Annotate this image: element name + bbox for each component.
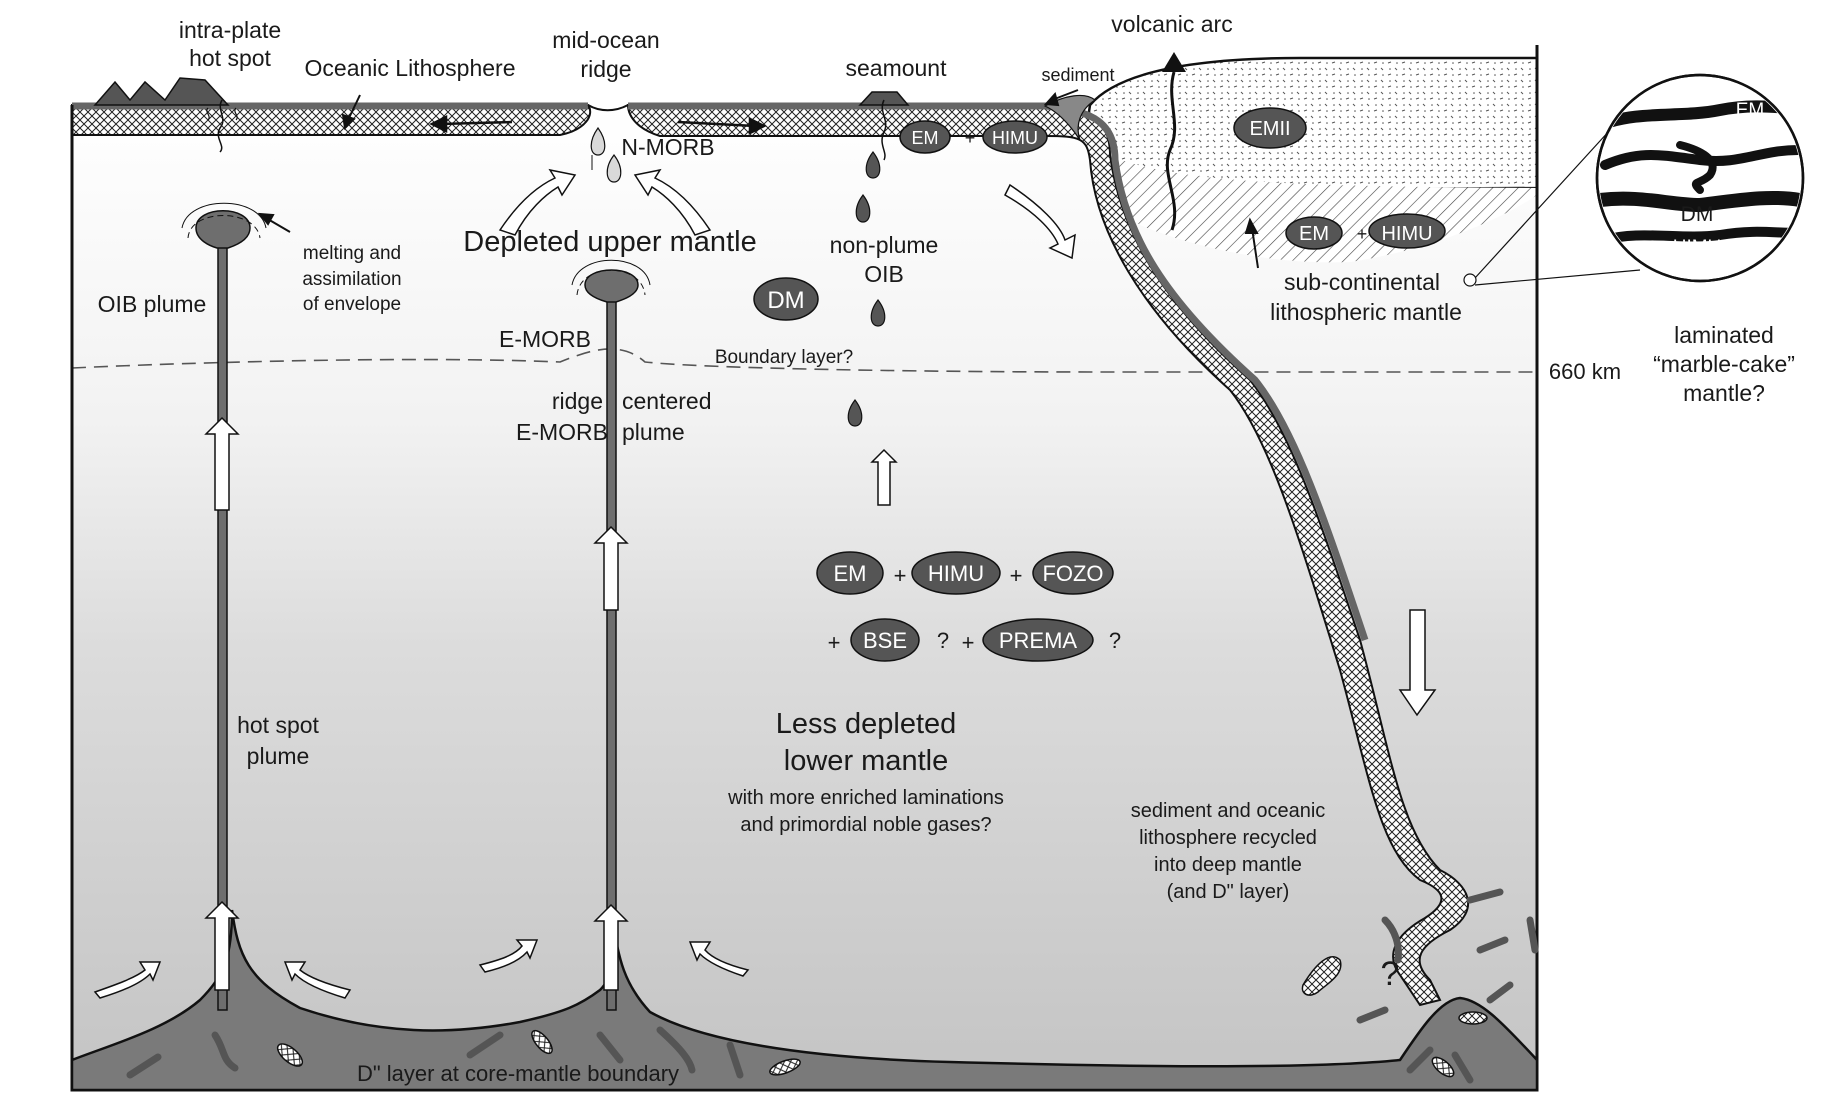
- question-prema: ?: [1109, 628, 1121, 653]
- label-mid-ocean: mid-ocean: [552, 27, 659, 53]
- label-ridge-left: ridge: [552, 388, 603, 414]
- label-mantle-question: mantle?: [1683, 380, 1765, 406]
- label-hot-spot-plume-1: hot spot: [237, 712, 319, 738]
- label-marble-cake: “marble-cake”: [1653, 351, 1795, 377]
- plus-lower-4: +: [962, 630, 975, 655]
- label-oib-plume: OIB plume: [98, 291, 207, 317]
- oceanic-crust-right: [628, 102, 1369, 642]
- reservoir-dm: DM: [767, 287, 804, 314]
- volcanic-arc-peak: [1162, 52, 1186, 72]
- label-hot-spot: hot spot: [189, 45, 271, 71]
- label-recycled-1: sediment and oceanic: [1131, 800, 1326, 822]
- label-seamount: seamount: [845, 55, 947, 81]
- label-ridge: ridge: [580, 56, 631, 82]
- label-slab-question: ?: [1381, 955, 1400, 993]
- convection-arrows: [93, 168, 1437, 999]
- label-hot-spot-plume-2: plume: [247, 743, 310, 769]
- ridge-plume-stem: [606, 299, 617, 1011]
- label-enriched-1: with more enriched laminations: [727, 787, 1004, 809]
- label-recycled-3: into deep mantle: [1154, 854, 1302, 876]
- plus-lower-1: +: [894, 563, 907, 588]
- inset-leader-lines: [1463, 129, 1641, 287]
- label-melting-1: melting and: [303, 243, 401, 264]
- label-less-depleted: Less depleted: [776, 708, 957, 740]
- sediment-wedge: [1043, 94, 1097, 141]
- reservoir-himu-ridge: HIMU: [992, 128, 1038, 148]
- label-centered: centered: [622, 388, 712, 414]
- plus-ridge: +: [965, 128, 976, 148]
- oib-plume-envelope: [181, 202, 267, 229]
- label-volcanic-arc: volcanic arc: [1111, 11, 1232, 37]
- ridge-plume-envelope: [571, 259, 651, 286]
- mantle-body: [72, 105, 1537, 1090]
- pointer-arrows: [257, 89, 1259, 269]
- arc-magma-path: [1165, 71, 1177, 231]
- reservoir-himu-continental: HIMU: [1381, 223, 1432, 245]
- ridge-axis: [587, 104, 629, 112]
- label-oib: OIB: [864, 261, 904, 287]
- reservoir-emii: EMII: [1249, 118, 1290, 140]
- inset-dm: DM: [1681, 203, 1714, 226]
- reservoir-em-lower: EM: [834, 561, 867, 586]
- label-melting-2: assimilation: [302, 269, 401, 290]
- d-layer-slab-fragments: [276, 956, 1488, 1078]
- label-depleted-upper-mantle: Depleted upper mantle: [463, 226, 756, 258]
- label-d-layer: D" layer at core-mantle boundary: [357, 1061, 679, 1086]
- oib-plume-head: [195, 210, 251, 249]
- plume-up-arrows: [204, 416, 898, 991]
- label-melting-3: of envelope: [303, 294, 401, 315]
- question-bse: ?: [937, 628, 949, 653]
- d-layer-streaks: [126, 888, 1539, 1084]
- reservoir-ellipses: [753, 107, 1446, 662]
- oib-plume-stem: [217, 244, 228, 1011]
- label-lithospheric-mantle: lithospheric mantle: [1270, 299, 1462, 325]
- seamount-conduit: [881, 99, 887, 161]
- hotspot-conduit: [217, 99, 224, 153]
- label-660-km: 660 km: [1549, 359, 1621, 384]
- seamount-shape: [858, 91, 910, 106]
- label-enriched-2: and primordial noble gases?: [740, 814, 991, 836]
- label-n-morb: N-MORB: [621, 134, 714, 160]
- label-intra-plate: intra-plate: [179, 17, 281, 43]
- reservoir-em-ridge: EM: [912, 128, 939, 148]
- hotspot-mountains: [93, 77, 230, 106]
- plus-lower-3: +: [828, 630, 841, 655]
- inset-em: EM: [1736, 100, 1765, 121]
- reservoir-bse: BSE: [863, 628, 907, 653]
- label-plume: plume: [622, 419, 685, 445]
- label-e-morb: E-MORB: [499, 326, 591, 352]
- label-lower-mantle: lower mantle: [784, 745, 948, 777]
- reservoir-prema: PREMA: [999, 628, 1078, 653]
- label-boundary-layer: Boundary layer?: [715, 347, 853, 368]
- plus-continental: +: [1357, 224, 1368, 244]
- label-recycled-4: (and D" layer): [1167, 881, 1290, 903]
- label-oceanic-lithosphere: Oceanic Lithosphere: [305, 55, 516, 81]
- label-sediment: sediment: [1041, 65, 1114, 85]
- reservoir-fozo: FOZO: [1042, 561, 1103, 586]
- inset-himu: HIMU: [1673, 237, 1722, 258]
- label-recycled-2: lithosphere recycled: [1139, 827, 1317, 849]
- reservoir-himu-lower: HIMU: [928, 561, 984, 586]
- melt-droplets: [590, 126, 886, 427]
- plate-motion-arrows: [429, 114, 767, 136]
- label-e-morb-left: E-MORB: [516, 419, 608, 445]
- reservoir-em-continental: EM: [1299, 223, 1329, 245]
- label-subcontinental: sub-continental: [1284, 269, 1440, 295]
- label-non-plume: non-plume: [830, 232, 939, 258]
- boundary-660: [71, 348, 1538, 373]
- plus-lower-2: +: [1010, 563, 1023, 588]
- label-laminated: laminated: [1674, 322, 1774, 348]
